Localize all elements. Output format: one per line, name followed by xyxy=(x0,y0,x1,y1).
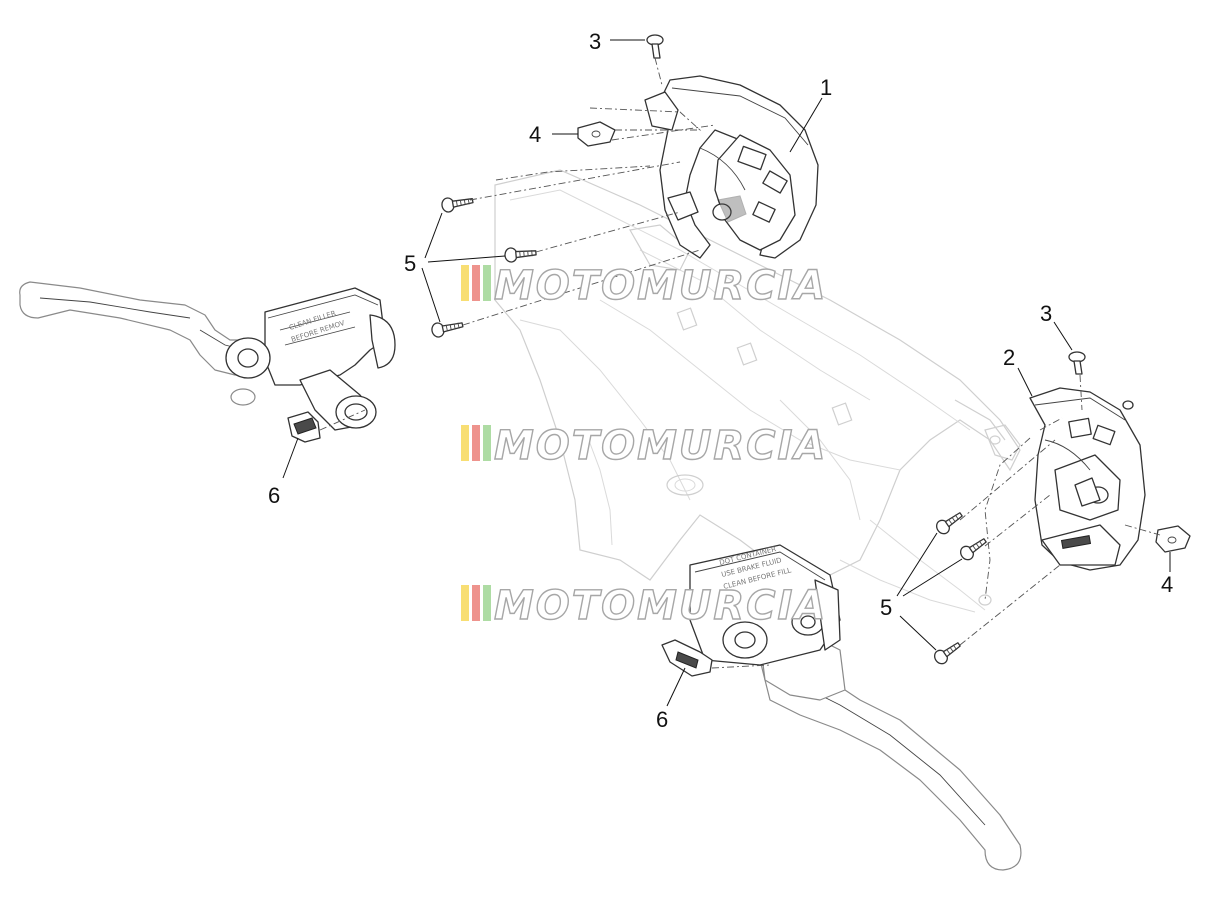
callout-6-right: 6 xyxy=(656,707,668,732)
watermark-stripe-green xyxy=(483,265,491,301)
watermark-stripe-yellow xyxy=(461,425,469,461)
right-master-cylinder: DOT CONTAINER USE BRAKE FLUID CLEAN BEFO… xyxy=(689,544,841,666)
callout-labels: 1 2 3 3 4 4 5 5 6 6 xyxy=(268,29,1173,732)
watermark-text: MOTOMURCIA xyxy=(494,583,827,629)
callout-6-left: 6 xyxy=(268,483,280,508)
watermark-stripe-red xyxy=(472,585,480,621)
right-brake-lever xyxy=(759,629,1022,871)
watermark-stripe-green xyxy=(483,585,491,621)
leader-lines xyxy=(282,39,1171,707)
screws-5-left xyxy=(431,197,537,338)
callout-1: 1 xyxy=(820,75,832,100)
assembly-lines xyxy=(319,57,1161,669)
callout-4-right: 4 xyxy=(1161,572,1173,597)
watermark-stripe-yellow xyxy=(461,585,469,621)
left-brake-switch xyxy=(287,411,321,443)
watermark-middle: MOTOMURCIA xyxy=(461,422,827,470)
callout-3-top: 3 xyxy=(589,29,601,54)
left-master-cylinder: CLEAN FILLER BEFORE REMOV xyxy=(225,287,396,431)
screws-5-right xyxy=(934,512,987,665)
watermark-text: MOTOMURCIA xyxy=(494,423,827,469)
screw-3-right xyxy=(1068,351,1086,375)
left-brake-lever xyxy=(19,281,263,406)
clip-nut-4-right xyxy=(1155,525,1191,553)
right-switch-housing xyxy=(1029,387,1146,571)
watermark-stripe-red xyxy=(472,425,480,461)
screw-3-left xyxy=(646,34,664,59)
callout-3-right: 3 xyxy=(1040,301,1052,326)
watermark-stripe-green xyxy=(483,425,491,461)
callout-4-left: 4 xyxy=(529,122,541,147)
watermark-top: MOTOMURCIA xyxy=(461,262,827,310)
watermark-bottom: MOTOMURCIA xyxy=(461,582,827,630)
watermark-text: MOTOMURCIA xyxy=(494,263,827,309)
callout-2: 2 xyxy=(1003,345,1015,370)
callout-5-right: 5 xyxy=(880,595,892,620)
watermark-stripe-red xyxy=(472,265,480,301)
left-switch-housing xyxy=(644,75,819,259)
right-brake-switch xyxy=(661,639,713,677)
watermark-stripe-yellow xyxy=(461,265,469,301)
clip-nut-4-left xyxy=(577,121,616,147)
callout-5-left: 5 xyxy=(404,251,416,276)
handlebar-cover-ghost xyxy=(494,169,1021,613)
